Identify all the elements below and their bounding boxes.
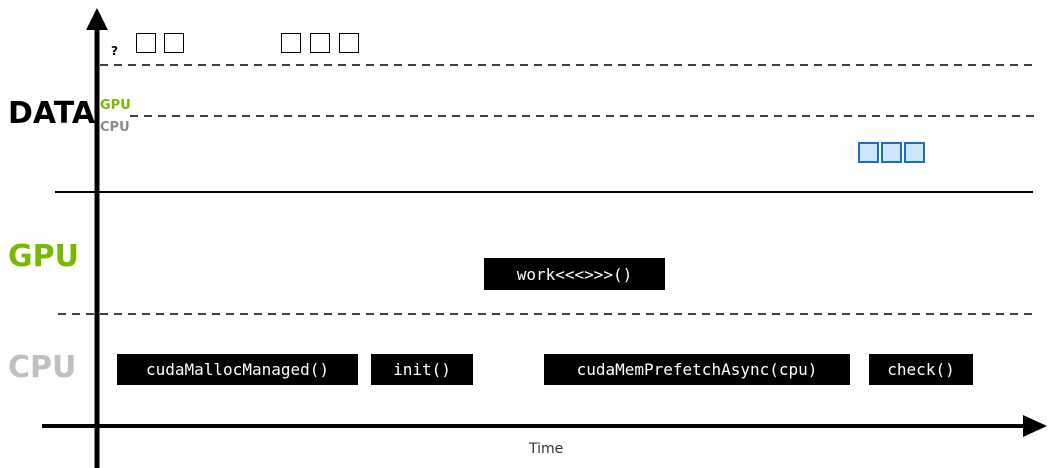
data-lane-cpu-label: CPU (100, 120, 130, 135)
prefetched-memory-page (904, 142, 925, 163)
cpu-row-label: CPU (8, 350, 77, 385)
x-axis-label: Time (529, 441, 564, 457)
cpu-call-init: init() (371, 354, 473, 385)
gpu-kernel-work-block: work<<<>>>() (484, 258, 665, 290)
x-axis-arrowhead (1023, 415, 1047, 437)
unallocated-marker: ? (111, 44, 118, 58)
cpu-call-cudamemprefetchasync: cudaMemPrefetchAsync(cpu) (544, 354, 850, 385)
memory-page (164, 33, 184, 53)
memory-page (136, 33, 156, 53)
prefetched-memory-page (858, 142, 879, 163)
data-row-label: DATA (8, 96, 96, 131)
cpu-call-check: check() (869, 354, 973, 385)
gpu-row-label: GPU (8, 239, 79, 274)
cpu-call-cudamallocmanaged: cudaMallocManaged() (117, 354, 358, 385)
memory-page (310, 33, 330, 53)
memory-page (281, 33, 301, 53)
prefetched-memory-page (881, 142, 902, 163)
y-axis-arrowhead (86, 8, 108, 30)
data-lane-gpu-label: GPU (100, 98, 131, 113)
memory-page (339, 33, 359, 53)
